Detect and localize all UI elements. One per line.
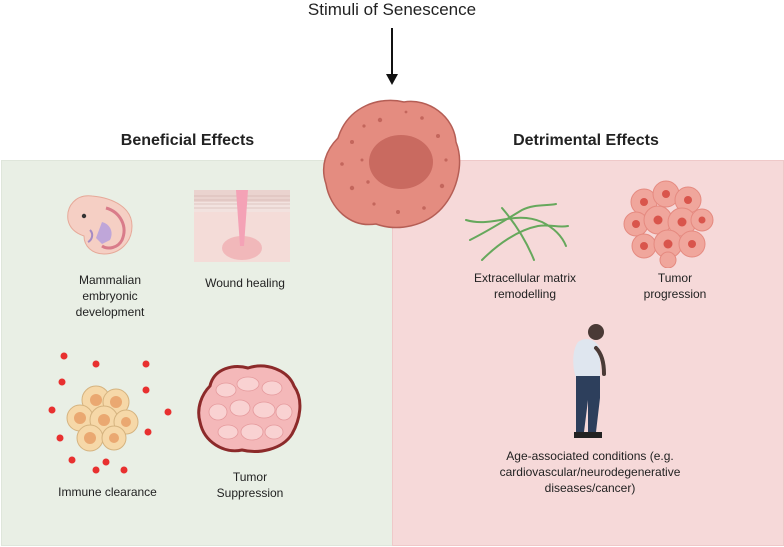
beneficial-heading: Beneficial Effects <box>120 132 255 149</box>
elderly-person-icon <box>573 324 606 438</box>
age-label: Age-associated conditions (e.g. cardiova… <box>499 449 681 495</box>
tumor-cluster-icon <box>623 180 714 268</box>
immune-cells-icon <box>48 352 172 474</box>
embryo-label: Mammalian embryonic development <box>75 273 145 319</box>
tumor-mass-icon <box>197 364 302 453</box>
wound-label: Wound healing <box>205 276 285 290</box>
diagram-title: Stimuli of Senescence <box>307 0 477 19</box>
tumor-suppression-label: Tumor Suppression <box>216 470 284 500</box>
wound-skin-icon <box>194 190 290 262</box>
senescent-cell-icon <box>322 99 461 229</box>
ecm-label: Extracellular matrix remodelling <box>473 271 577 301</box>
embryo-icon <box>67 195 133 255</box>
detrimental-heading: Detrimental Effects <box>513 132 659 149</box>
tumor-progression-label: Tumor progression <box>643 271 707 301</box>
fibers-icon <box>465 203 569 261</box>
arrow-down-icon <box>386 28 398 85</box>
immune-label: Immune clearance <box>58 485 157 499</box>
